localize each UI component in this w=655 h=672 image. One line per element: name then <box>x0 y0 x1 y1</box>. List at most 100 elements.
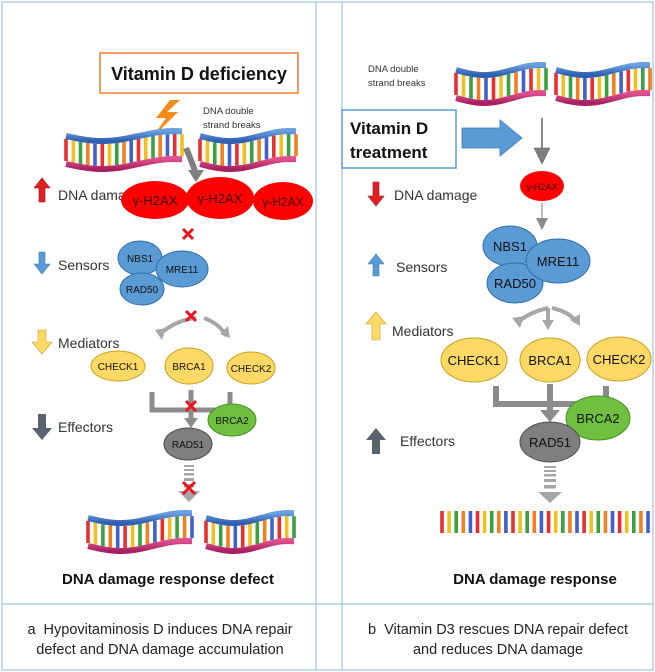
branch-arrow-left-a-head <box>155 328 166 340</box>
dna-rung <box>440 511 444 533</box>
dna-rung <box>626 69 631 92</box>
dsb-label-a-1: DNA double <box>203 106 254 117</box>
dna-rung <box>233 526 238 548</box>
mediator-label-check2-b: CHECK2 <box>593 352 646 367</box>
dna-rung <box>484 78 488 100</box>
h2ax-node-1 <box>121 181 189 219</box>
dna-rung <box>575 511 579 533</box>
dna-rung <box>619 71 623 94</box>
up-yellow-arrow-icon <box>365 311 387 341</box>
dna-strand <box>65 155 183 172</box>
dna-rung <box>476 77 481 100</box>
sensor-node-rad50-a <box>119 272 165 306</box>
row-label-mediators-a: Mediators <box>58 335 119 351</box>
striped-arrow-a <box>178 465 200 502</box>
h2ax-label-b: γ-H2AX <box>526 182 557 192</box>
dna-rung <box>129 140 133 163</box>
h2ax-label-1: γ-H2AX <box>133 193 178 208</box>
dna-rung <box>294 134 298 157</box>
dna-rung <box>122 141 126 164</box>
dna-rung <box>107 143 112 166</box>
down-red-arrow-icon <box>367 181 385 207</box>
mediator-node-check2-b <box>586 336 652 382</box>
row-label-damage-a: DNA damage <box>58 187 141 203</box>
dna-rung <box>506 74 511 96</box>
down-arrow-b-head <box>533 147 551 165</box>
dna-rung <box>257 139 261 162</box>
mediator-node-brca1-a <box>164 347 214 385</box>
caption-b-text-1: Vitamin D3 rescues DNA repair defect <box>384 622 628 638</box>
mediator-label-brca1-a: BRCA1 <box>172 362 206 373</box>
dna-rung <box>160 518 165 541</box>
dna-rung <box>130 525 135 548</box>
sensor-label-mre11-a: MRE11 <box>166 265 199 276</box>
dna-strand <box>455 61 547 78</box>
dna-rung <box>264 137 269 160</box>
dna-rung <box>604 75 609 98</box>
dna-rung <box>180 134 184 157</box>
caption-a-letter: a <box>27 622 36 638</box>
row-label-damage-b: DNA damage <box>394 187 477 203</box>
effector-label-brca2-a: BRCA2 <box>215 416 249 427</box>
caption-b-line-1: b Vitamin D3 rescues DNA repair defect <box>368 622 628 638</box>
panel-a-title: Vitamin D deficiency <box>111 64 287 84</box>
dna-rung <box>205 140 210 163</box>
dna-broken-right-b <box>554 61 652 106</box>
striped-arrow-b <box>538 466 562 503</box>
dna-rung <box>589 511 593 533</box>
mediator-node-check1-b <box>440 337 508 383</box>
dna-rung <box>227 144 232 166</box>
dna-rung <box>64 139 68 161</box>
dna-rung <box>249 141 254 164</box>
h2ax-node-2 <box>186 177 254 219</box>
dna-rung <box>554 73 558 95</box>
dna-rung <box>100 144 105 166</box>
dna-rung <box>454 73 458 95</box>
dna-strand <box>65 127 183 144</box>
dna-rung <box>93 143 97 166</box>
panel-b-title-box <box>341 109 457 169</box>
dna-rung <box>504 511 508 533</box>
converge-arrow-head-a <box>184 418 198 428</box>
dna-rung <box>461 511 466 533</box>
dna-rung <box>165 134 170 157</box>
dna-rung <box>469 76 473 99</box>
dsb-label-b-1: DNA double <box>368 64 419 75</box>
branch-arrow-mid-b-head <box>542 320 554 330</box>
dna-rung <box>532 511 537 533</box>
dna-rung <box>489 511 494 533</box>
lightning-icon <box>152 100 180 138</box>
dna-rung <box>497 511 501 533</box>
dna-rung <box>511 511 515 533</box>
caption-b-line-2: and reduces DNA damage <box>413 642 583 658</box>
dna-rung <box>204 521 208 543</box>
sensor-node-mre11-a <box>155 250 209 288</box>
dna-rung <box>454 511 458 533</box>
dna-rung <box>590 77 594 100</box>
block-cross-icon <box>181 480 197 496</box>
effector-node-rad51-b <box>519 421 581 463</box>
dna-rung <box>603 511 608 533</box>
sensor-label-nbs1-a: NBS1 <box>127 254 154 265</box>
dna-rung <box>482 511 487 533</box>
dna-rung <box>525 511 529 533</box>
dna-rung <box>632 511 636 533</box>
dna-rung <box>518 511 522 533</box>
sensor-label-mre11-b: MRE11 <box>537 254 579 269</box>
dna-rung <box>71 140 76 163</box>
dna-rung <box>575 77 580 100</box>
branch-arrow-left-a <box>158 316 197 336</box>
panel-a-outcome: DNA damage response defect <box>62 571 274 588</box>
dna-rung <box>242 142 247 165</box>
row-label-sensors-b: Sensors <box>396 259 447 275</box>
dna-rung <box>86 521 90 543</box>
mediator-node-brca1-b <box>519 337 581 383</box>
dna-rung <box>272 135 276 158</box>
dna-rung <box>633 68 638 91</box>
dna-strand <box>455 89 547 106</box>
dna-rung <box>198 139 202 161</box>
mediator-node-check1-a <box>90 350 146 382</box>
row-label-sensors-a: Sensors <box>58 257 109 273</box>
converge-arrow-head-b <box>540 410 560 422</box>
